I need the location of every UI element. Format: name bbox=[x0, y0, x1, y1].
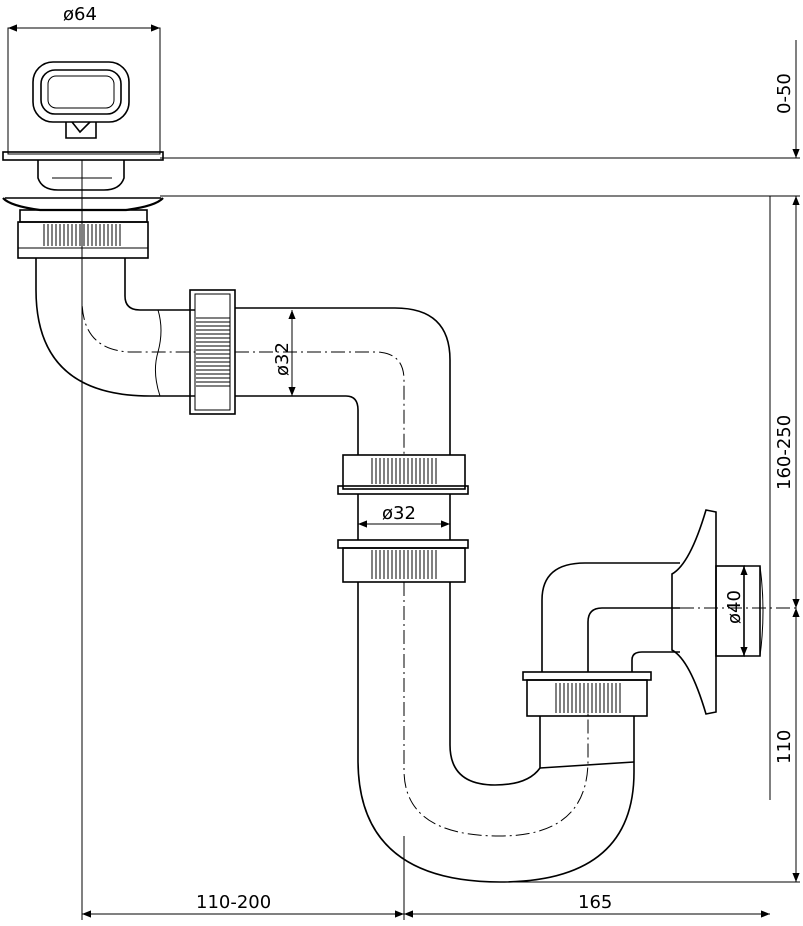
dimension-d32-top-label: ø32 bbox=[272, 342, 293, 376]
reference-lines bbox=[81, 157, 800, 920]
dimension-0-50-label: 0-50 bbox=[774, 73, 795, 114]
u-trap-bend bbox=[357, 582, 635, 883]
dimension-d40: ø40 bbox=[724, 566, 748, 656]
dimension-d32-vertical: ø32 bbox=[358, 503, 450, 528]
dimension-d40-label: ø40 bbox=[724, 590, 745, 624]
dimension-0-50: 0-50 bbox=[774, 40, 800, 158]
middle-pipe-section bbox=[357, 494, 451, 540]
horizontal-pipe bbox=[235, 307, 451, 455]
horizontal-coupling-nut bbox=[189, 289, 236, 415]
dimension-160-250: 160-250 bbox=[774, 196, 800, 608]
outlet-elbow-pipe bbox=[541, 562, 680, 672]
dimension-165-label: 165 bbox=[578, 892, 612, 913]
dimension-d32-mid-label: ø32 bbox=[382, 503, 416, 524]
dimension-110-label: 110 bbox=[774, 730, 795, 764]
wall-rosette bbox=[671, 509, 764, 715]
middle-lower-nut bbox=[337, 539, 469, 583]
drain-strainer bbox=[2, 27, 164, 191]
top-coupling-nut bbox=[2, 197, 164, 259]
dimension-d64: ø64 bbox=[8, 4, 160, 32]
dimension-110: 110 bbox=[774, 608, 800, 882]
trap-outlet-nut bbox=[522, 671, 652, 768]
dimension-165: 165 bbox=[404, 892, 770, 918]
dimension-d64-label: ø64 bbox=[63, 4, 97, 25]
dimension-160-250-label: 160-250 bbox=[774, 415, 795, 490]
dimension-110-200: 110-200 bbox=[82, 892, 404, 918]
dimension-110-200-label: 110-200 bbox=[196, 892, 271, 913]
dimension-d32-horizontal: ø32 bbox=[272, 310, 296, 396]
upper-elbow-pipe bbox=[35, 258, 195, 397]
middle-upper-nut bbox=[337, 454, 469, 495]
